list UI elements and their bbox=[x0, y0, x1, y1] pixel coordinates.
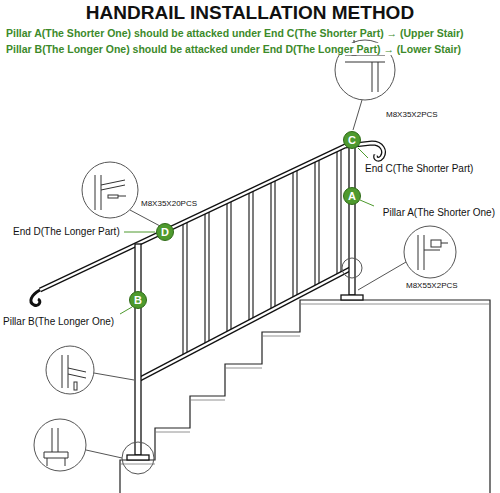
callout-letter: B bbox=[134, 295, 142, 306]
tread-line bbox=[155, 432, 190, 433]
part-label: Pillar B(The Longer One) bbox=[2, 316, 115, 327]
tread-line bbox=[190, 400, 225, 401]
baluster bbox=[315, 159, 319, 286]
detail-circles bbox=[34, 40, 456, 474]
detail-sketches bbox=[44, 40, 448, 466]
leader-lines bbox=[120, 148, 374, 314]
part-label: Pillar A(The Shorter One) bbox=[382, 207, 496, 218]
stair-nosing bbox=[120, 304, 490, 464]
staircase bbox=[120, 300, 490, 493]
instruction-line: Pillar A(The Shorter One) should be atta… bbox=[5, 27, 465, 39]
leader-line bbox=[124, 232, 155, 233]
baluster bbox=[205, 211, 209, 344]
baluster bbox=[227, 201, 231, 333]
tread-line bbox=[262, 336, 300, 337]
leader-line bbox=[120, 307, 132, 314]
screw-spec: M8X35X20PCS bbox=[140, 199, 198, 208]
baluster bbox=[249, 190, 253, 320]
baluster bbox=[271, 180, 275, 309]
instruction-line: Pillar B(The Longer One) should be attac… bbox=[5, 43, 462, 55]
screw-spec: M8X55X2PCS bbox=[405, 281, 459, 290]
part-label: End C(The Shorter Part) bbox=[364, 163, 474, 174]
pillars bbox=[127, 143, 363, 460]
tread-line bbox=[120, 464, 155, 465]
tread-line bbox=[300, 304, 490, 305]
leader-line bbox=[360, 200, 374, 206]
part-label: End D(The Longer Part) bbox=[12, 226, 121, 237]
baluster bbox=[183, 222, 187, 356]
baluster bbox=[293, 170, 297, 298]
callout-letter: C bbox=[348, 135, 356, 146]
tread-line bbox=[225, 368, 262, 369]
balusters bbox=[183, 149, 341, 356]
callout-circle: A bbox=[343, 187, 361, 205]
callout-letter: D bbox=[161, 227, 169, 238]
title: HANDRAIL INSTALLATION METHOD bbox=[86, 2, 414, 24]
callout-circle: B bbox=[129, 291, 147, 309]
leader-line bbox=[358, 148, 368, 158]
callout-letter: A bbox=[348, 191, 356, 202]
screw-spec: M8X35X2PCS bbox=[385, 110, 439, 119]
callout-circle: D bbox=[156, 223, 174, 241]
baluster bbox=[337, 149, 341, 275]
handrail bbox=[31, 143, 384, 380]
callout-circle: C bbox=[343, 131, 361, 149]
